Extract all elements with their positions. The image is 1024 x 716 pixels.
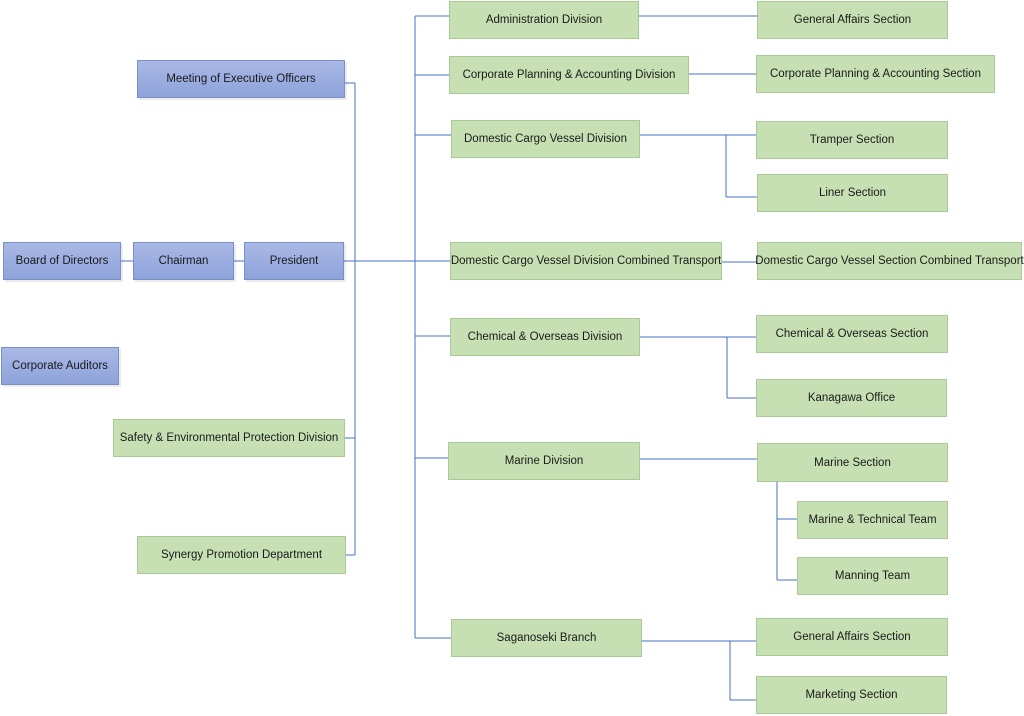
domestic-combined-transport-division-box: Domestic Cargo Vessel Division Combined … bbox=[450, 242, 722, 280]
president-box: President bbox=[244, 242, 344, 280]
corporate-auditors-box: Corporate Auditors bbox=[1, 347, 119, 385]
manning-team-box: Manning Team bbox=[797, 557, 948, 595]
general-affairs-section-box: General Affairs Section bbox=[757, 1, 948, 39]
safety-environmental-division-box: Safety & Environmental Protection Divisi… bbox=[113, 419, 345, 457]
chairman-box: Chairman bbox=[133, 242, 234, 280]
marine-technical-team-box: Marine & Technical Team bbox=[797, 501, 948, 539]
marketing-section-box: Marketing Section bbox=[756, 676, 947, 714]
chemical-overseas-section-box: Chemical & Overseas Section bbox=[756, 315, 948, 353]
marine-section-box: Marine Section bbox=[757, 443, 948, 482]
general-affairs-section-box: General Affairs Section bbox=[756, 618, 948, 656]
liner-section-box: Liner Section bbox=[757, 174, 948, 212]
saganoseki-branch-box: Saganoseki Branch bbox=[451, 619, 642, 657]
corporate-planning-division-box: Corporate Planning & Accounting Division bbox=[449, 56, 689, 94]
synergy-promotion-department-box: Synergy Promotion Department bbox=[137, 536, 346, 574]
board-of-directors-box: Board of Directors bbox=[3, 242, 121, 280]
marine-division-box: Marine Division bbox=[448, 442, 640, 480]
kanagawa-office-box: Kanagawa Office bbox=[756, 379, 947, 417]
domestic-combined-transport-section-box: Domestic Cargo Vessel Section Combined T… bbox=[755, 242, 1024, 280]
corporate-planning-section-box: Corporate Planning & Accounting Section bbox=[756, 55, 995, 93]
administration-division-box: Administration Division bbox=[449, 1, 639, 39]
chemical-overseas-division-box: Chemical & Overseas Division bbox=[450, 318, 640, 356]
meeting-of-executive-officers-box: Meeting of Executive Officers bbox=[137, 60, 345, 98]
tramper-section-box: Tramper Section bbox=[756, 121, 948, 159]
domestic-cargo-vessel-division-box: Domestic Cargo Vessel Division bbox=[451, 120, 640, 158]
